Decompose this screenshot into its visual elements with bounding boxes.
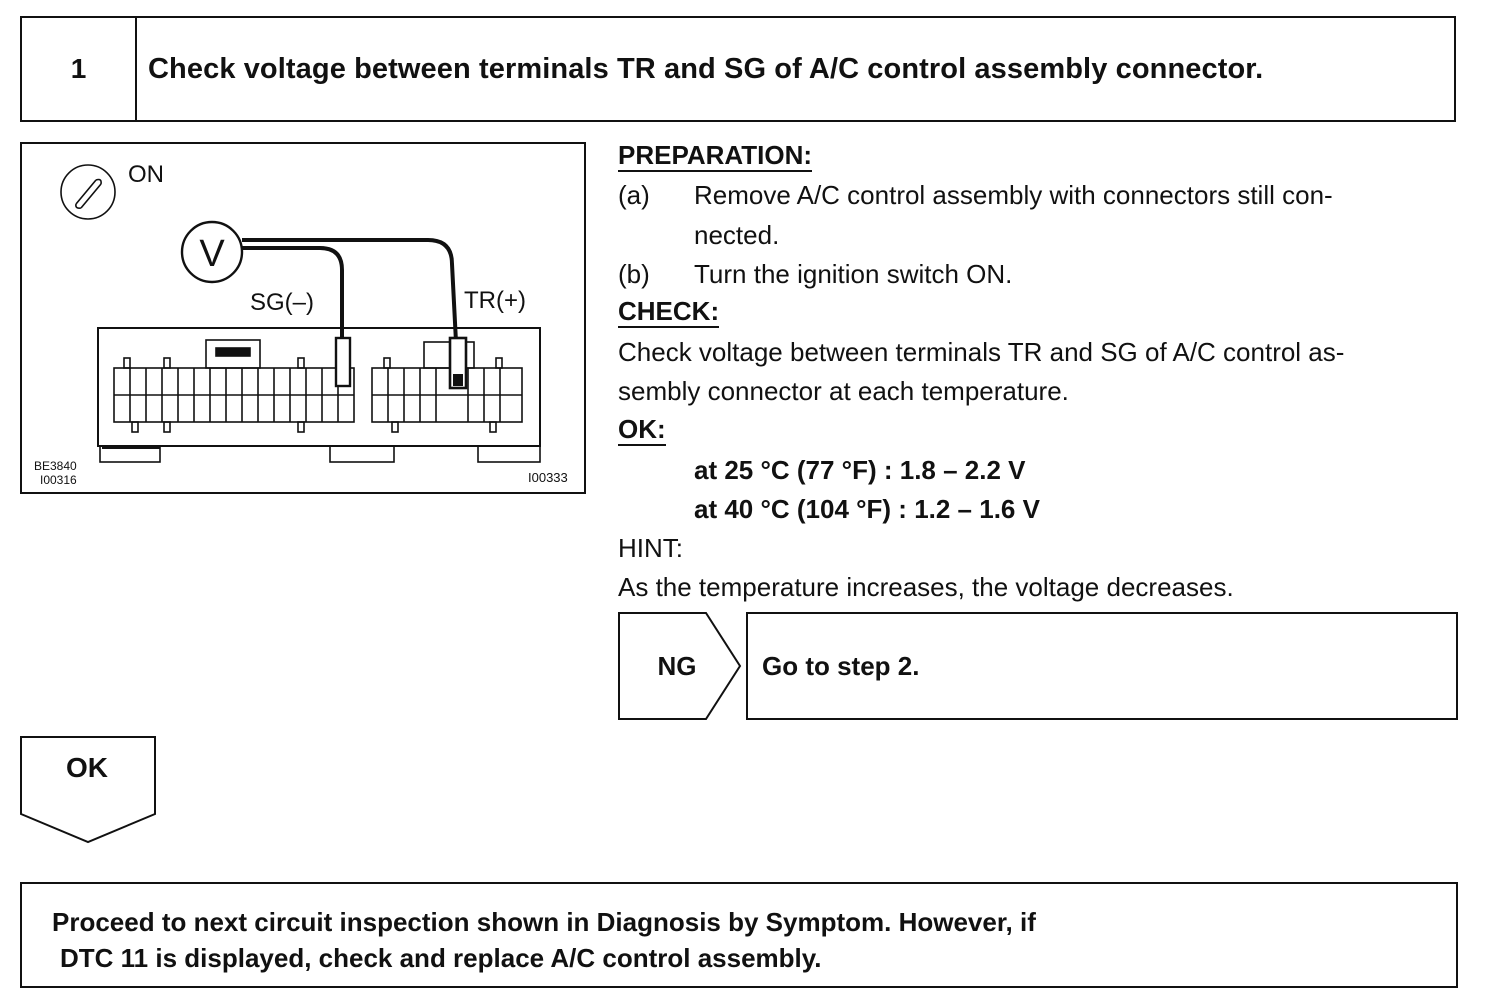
final-instruction-box: Proceed to next circuit inspection shown… [20,882,1458,988]
prep-item-b-marker: (b) [618,259,650,289]
check-text-line2: sembly connector at each temperature. [618,376,1069,406]
prep-item-a-text-cont: nected. [694,220,780,250]
prep-item-a-marker: (a) [618,180,650,210]
sg-probe-tip [334,336,352,388]
final-instruction-line2: DTC 11 is displayed, check and replace A… [60,943,822,973]
connector-figure: ON V SG(–) TR(+) [20,142,586,494]
left-connector-block [113,339,355,433]
step-title: Check voltage between terminals TR and S… [148,52,1264,85]
preparation-heading: PREPARATION: [618,140,813,172]
ng-label: NG [657,650,697,681]
check-text-line1: Check voltage between terminals TR and S… [618,337,1345,367]
ok-label: OK [66,752,108,783]
sg-terminal-label: SG(–) [250,289,314,316]
sg-probe-lead [242,246,344,342]
ng-arrow-box [618,612,742,720]
ignition-on-label: ON [128,161,164,188]
figure-code-2: I00316 [40,473,77,487]
figure-code-1: BE3840 [34,459,77,473]
ok-spec-25c: at 25 °C (77 °F) : 1.8 – 2.2 V [694,455,1026,485]
connector-housing [97,327,541,463]
ng-action-box: Go to step 2. [746,612,1458,720]
step-header: 1 Check voltage between terminals TR and… [20,16,1456,122]
final-instruction-line1: Proceed to next circuit inspection shown… [52,907,1036,937]
hint-heading: HINT: [618,533,683,563]
ng-action-text: Go to step 2. [762,650,920,681]
voltmeter-symbol: V [199,233,225,275]
tr-terminal-label: TR(+) [464,287,526,314]
hint-text: As the temperature increases, the voltag… [618,572,1234,602]
ignition-key-icon [60,164,116,220]
prep-item-b-text: Turn the ignition switch ON. [694,259,1013,289]
step-number: 1 [22,18,137,120]
prep-item-a-text: Remove A/C control assembly with connect… [694,180,1333,210]
voltmeter-icon: V [180,220,244,284]
ok-arrow-box [20,736,156,844]
ok-spec-40c: at 40 °C (104 °F) : 1.2 – 1.6 V [694,494,1040,524]
ok-heading: OK: [618,414,666,446]
figure-code-3: I00333 [528,470,568,485]
check-heading: CHECK: [618,296,720,328]
tr-probe-lead [242,238,458,343]
